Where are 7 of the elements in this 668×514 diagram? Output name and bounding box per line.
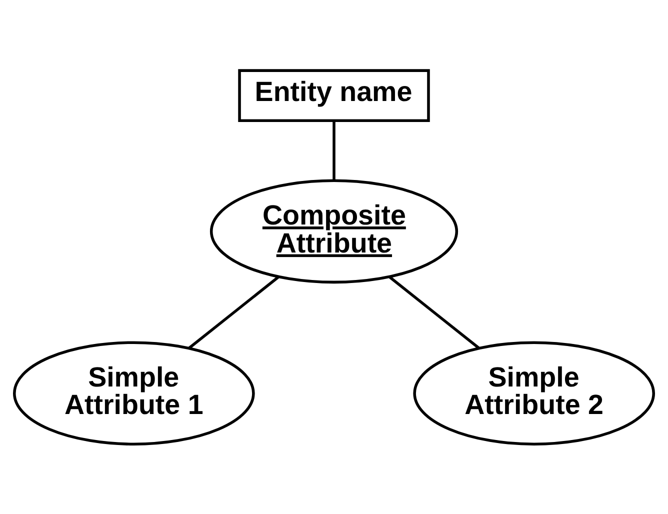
node-box: Entity name <box>238 68 430 122</box>
node-ellipse: Simple Attribute 2 <box>413 340 656 445</box>
connector <box>188 276 280 348</box>
connector <box>388 276 480 348</box>
node-ellipse: Simple Attribute 1 <box>13 340 255 445</box>
connector <box>332 120 336 180</box>
node-ellipse: Composite Attribute <box>210 178 458 284</box>
